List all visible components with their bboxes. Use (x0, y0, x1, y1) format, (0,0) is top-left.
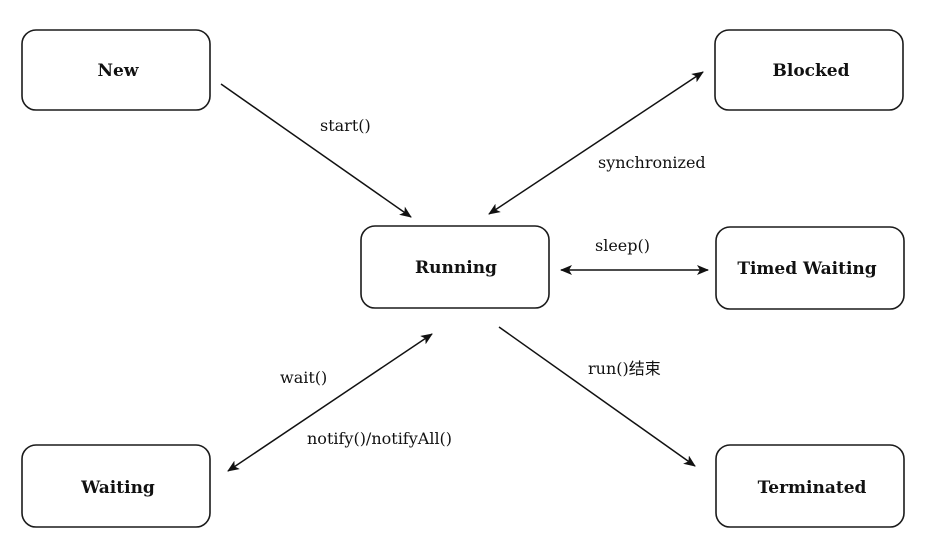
state-new: New (21, 29, 211, 111)
state-terminated-label: Terminated (758, 478, 867, 498)
state-timed-waiting-label: Timed Waiting (737, 259, 876, 279)
state-waiting-label: Waiting (80, 478, 155, 498)
label-run-end: run()结束 (588, 359, 661, 378)
state-new-label: New (98, 61, 139, 81)
arrow-running-waiting (227, 333, 433, 472)
state-running-label: Running (415, 258, 497, 278)
state-terminated: Terminated (715, 444, 905, 528)
label-start: start() (320, 116, 371, 135)
state-timed-waiting: Timed Waiting (715, 226, 905, 310)
arrow-running-to-terminated (498, 326, 696, 467)
label-synchronized: synchronized (598, 153, 706, 172)
arrow-new-to-running (220, 83, 412, 218)
state-blocked: Blocked (714, 29, 904, 111)
state-waiting: Waiting (21, 444, 211, 528)
label-notify: notify()/notifyAll() (307, 429, 452, 448)
state-blocked-label: Blocked (773, 61, 850, 81)
label-sleep: sleep() (595, 236, 650, 255)
label-wait: wait() (280, 368, 327, 387)
state-running: Running (360, 225, 550, 309)
arrow-running-blocked (488, 71, 704, 215)
